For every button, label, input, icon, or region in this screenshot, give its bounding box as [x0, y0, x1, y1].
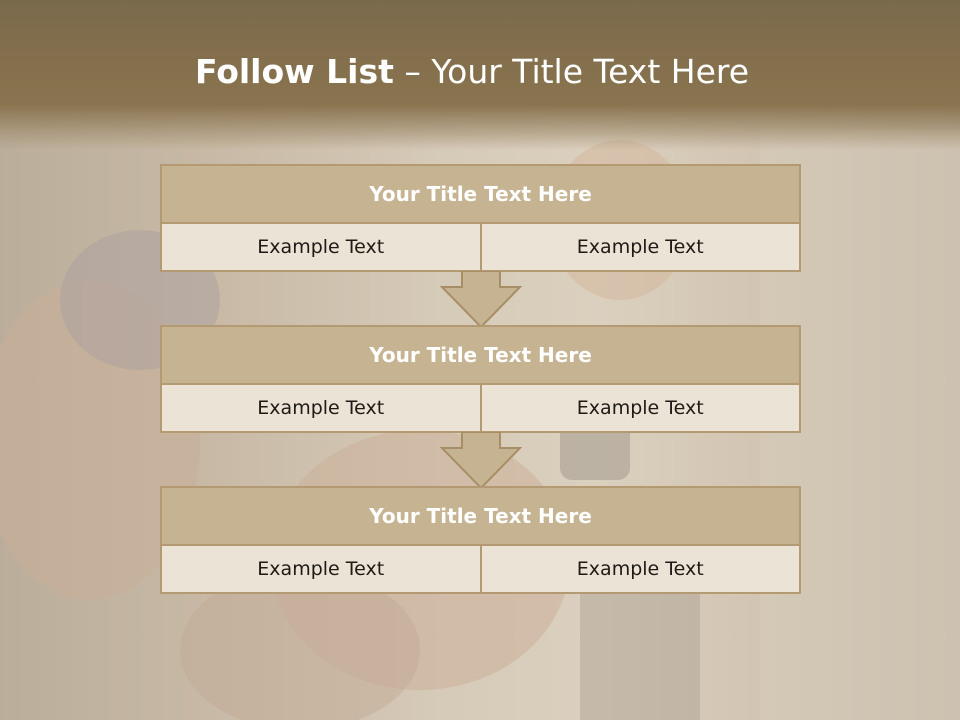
block-3-cell-left: Example Text	[162, 546, 480, 592]
list-block-3: Your Title Text Here Example Text Exampl…	[160, 486, 801, 594]
block-title-3: Your Title Text Here	[162, 488, 799, 546]
slide-title-bold: Follow List	[194, 52, 394, 91]
block-row-3: Example Text Example Text	[162, 546, 799, 592]
block-row-1: Example Text Example Text	[162, 224, 799, 270]
list-block-2: Your Title Text Here Example Text Exampl…	[160, 325, 801, 433]
slide-title: Follow List – Your Title Text Here	[0, 52, 944, 91]
block-title-1: Your Title Text Here	[162, 166, 799, 224]
list-block-1: Your Title Text Here Example Text Exampl…	[160, 164, 801, 272]
block-3-cell-right: Example Text	[479, 546, 799, 592]
block-row-2: Example Text Example Text	[162, 385, 799, 431]
down-arrow-icon	[440, 432, 522, 490]
block-1-cell-right: Example Text	[479, 224, 799, 270]
down-arrow-icon	[440, 271, 522, 329]
block-2-cell-right: Example Text	[479, 385, 799, 431]
slide-title-rest: – Your Title Text Here	[393, 52, 750, 91]
block-title-2: Your Title Text Here	[162, 327, 799, 385]
header-band	[0, 0, 960, 150]
block-2-cell-left: Example Text	[162, 385, 480, 431]
block-1-cell-left: Example Text	[162, 224, 480, 270]
